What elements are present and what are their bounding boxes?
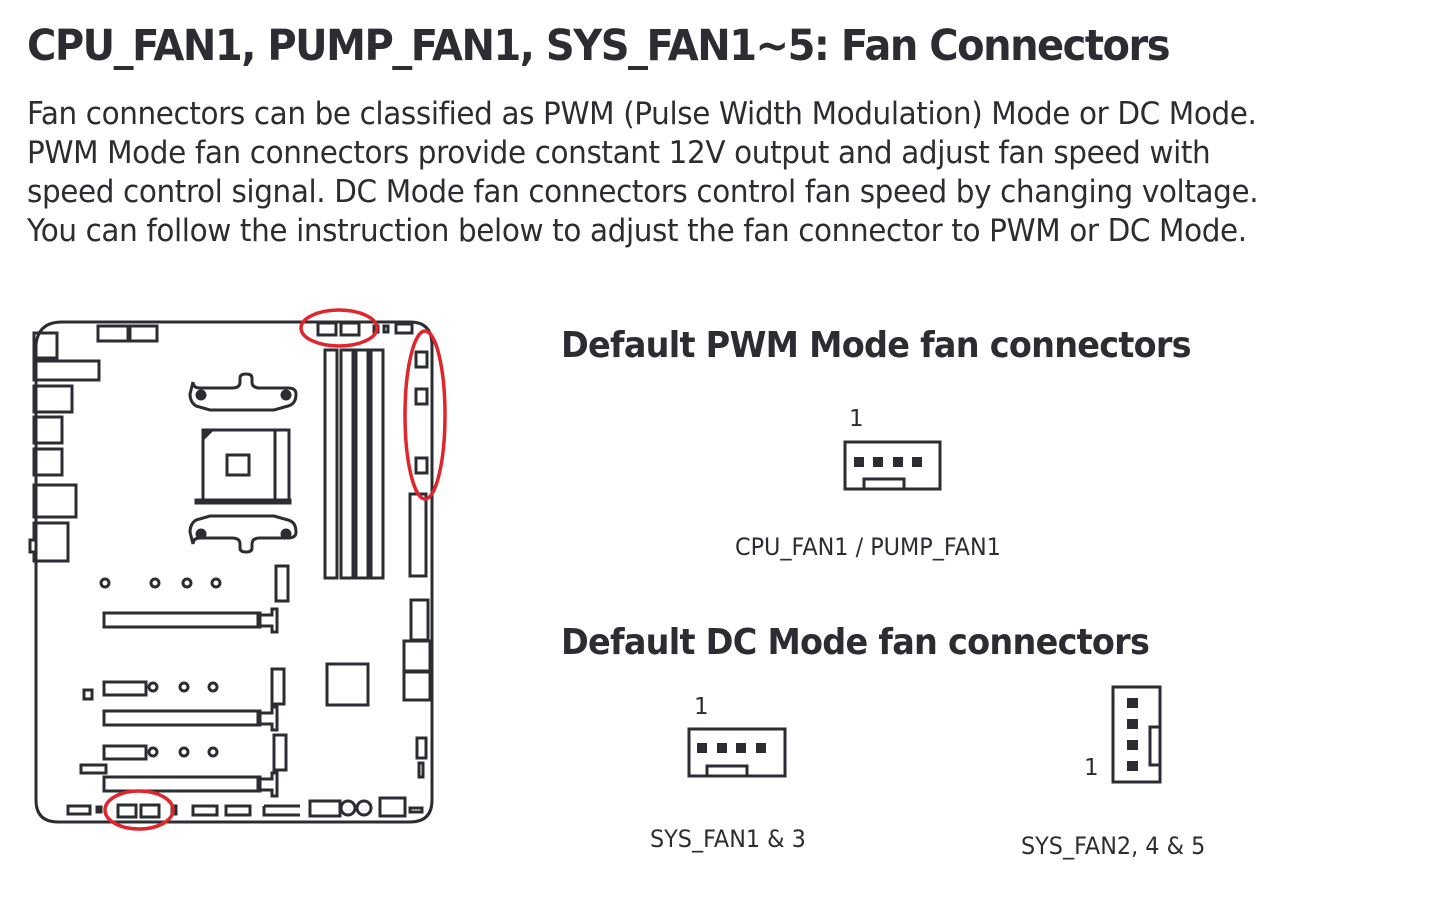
m2-slot (270, 667, 286, 706)
intro-paragraph: Fan connectors can be classified as PWM … (27, 95, 1259, 251)
highlight-top-fan-headers (299, 308, 379, 348)
connector (402, 670, 432, 702)
motherboard-diagram (28, 308, 447, 831)
bottom-header (378, 796, 407, 818)
dc-section-heading: Default DC Mode fan connectors (561, 622, 1150, 663)
top-header (394, 322, 414, 335)
m2-slot (102, 680, 148, 697)
m2-slot (272, 733, 288, 772)
pin-1-label: 1 (1084, 755, 1099, 781)
m2-slot (274, 564, 290, 603)
top-connector (128, 324, 159, 343)
page-title: CPU_FAN1, PUMP_FAN1, SYS_FAN1~5: Fan Con… (27, 21, 1171, 71)
connector (409, 598, 430, 642)
pin-1-label: 1 (849, 406, 864, 432)
cpu-retention-top (188, 372, 298, 412)
pcie-slot (102, 775, 262, 793)
io-port (32, 331, 59, 360)
pin-1-label: 1 (694, 694, 709, 720)
connector-name: CPU_FAN1 / PUMP_FAN1 (735, 533, 1001, 561)
dimm-slot (339, 348, 355, 580)
io-port (32, 359, 101, 382)
connector (79, 763, 108, 775)
highlight-bottom-fan-headers (103, 789, 175, 831)
fan-header (316, 321, 338, 337)
connector-name: SYS_FAN2, 4 & 5 (1021, 832, 1206, 860)
atx-power (408, 492, 428, 578)
intro-line: speed control signal. DC Mode fan connec… (27, 174, 1259, 210)
top-connector (96, 324, 130, 343)
connector (415, 736, 428, 760)
board-outline (34, 320, 434, 824)
io-port (32, 483, 78, 519)
io-port (32, 384, 74, 414)
dimm-slot (354, 348, 370, 580)
bottom-header (224, 804, 252, 817)
intro-line: Fan connectors can be classified as PWM … (27, 96, 1257, 132)
fan-header (414, 456, 429, 475)
bottom-header (308, 799, 342, 818)
cpu-retention-bottom (188, 514, 298, 554)
bottom-header (66, 804, 92, 816)
io-port (32, 447, 64, 477)
chipset (325, 662, 370, 707)
pwm-section-heading: Default PWM Mode fan connectors (561, 325, 1192, 366)
connector (402, 639, 432, 673)
io-port (32, 415, 64, 445)
dimm-slot (323, 348, 339, 580)
fan-header (139, 803, 161, 819)
intro-line: PWM Mode fan connectors provide constant… (27, 135, 1211, 171)
pcie-slot (102, 611, 262, 629)
fan-header (414, 350, 429, 369)
connector-name: SYS_FAN1 & 3 (650, 825, 806, 853)
cpu-center (225, 453, 251, 477)
bottom-header (191, 804, 219, 817)
io-port (28, 521, 70, 563)
dimm-slot (369, 348, 385, 580)
highlight-right-fan-headers (403, 329, 447, 501)
fan-header (414, 387, 429, 406)
pcie-slot (102, 709, 262, 727)
intro-line: You can follow the instruction below to … (27, 213, 1247, 249)
fan-header (116, 803, 138, 819)
m2-slot (102, 744, 148, 761)
fan-header (339, 321, 361, 337)
